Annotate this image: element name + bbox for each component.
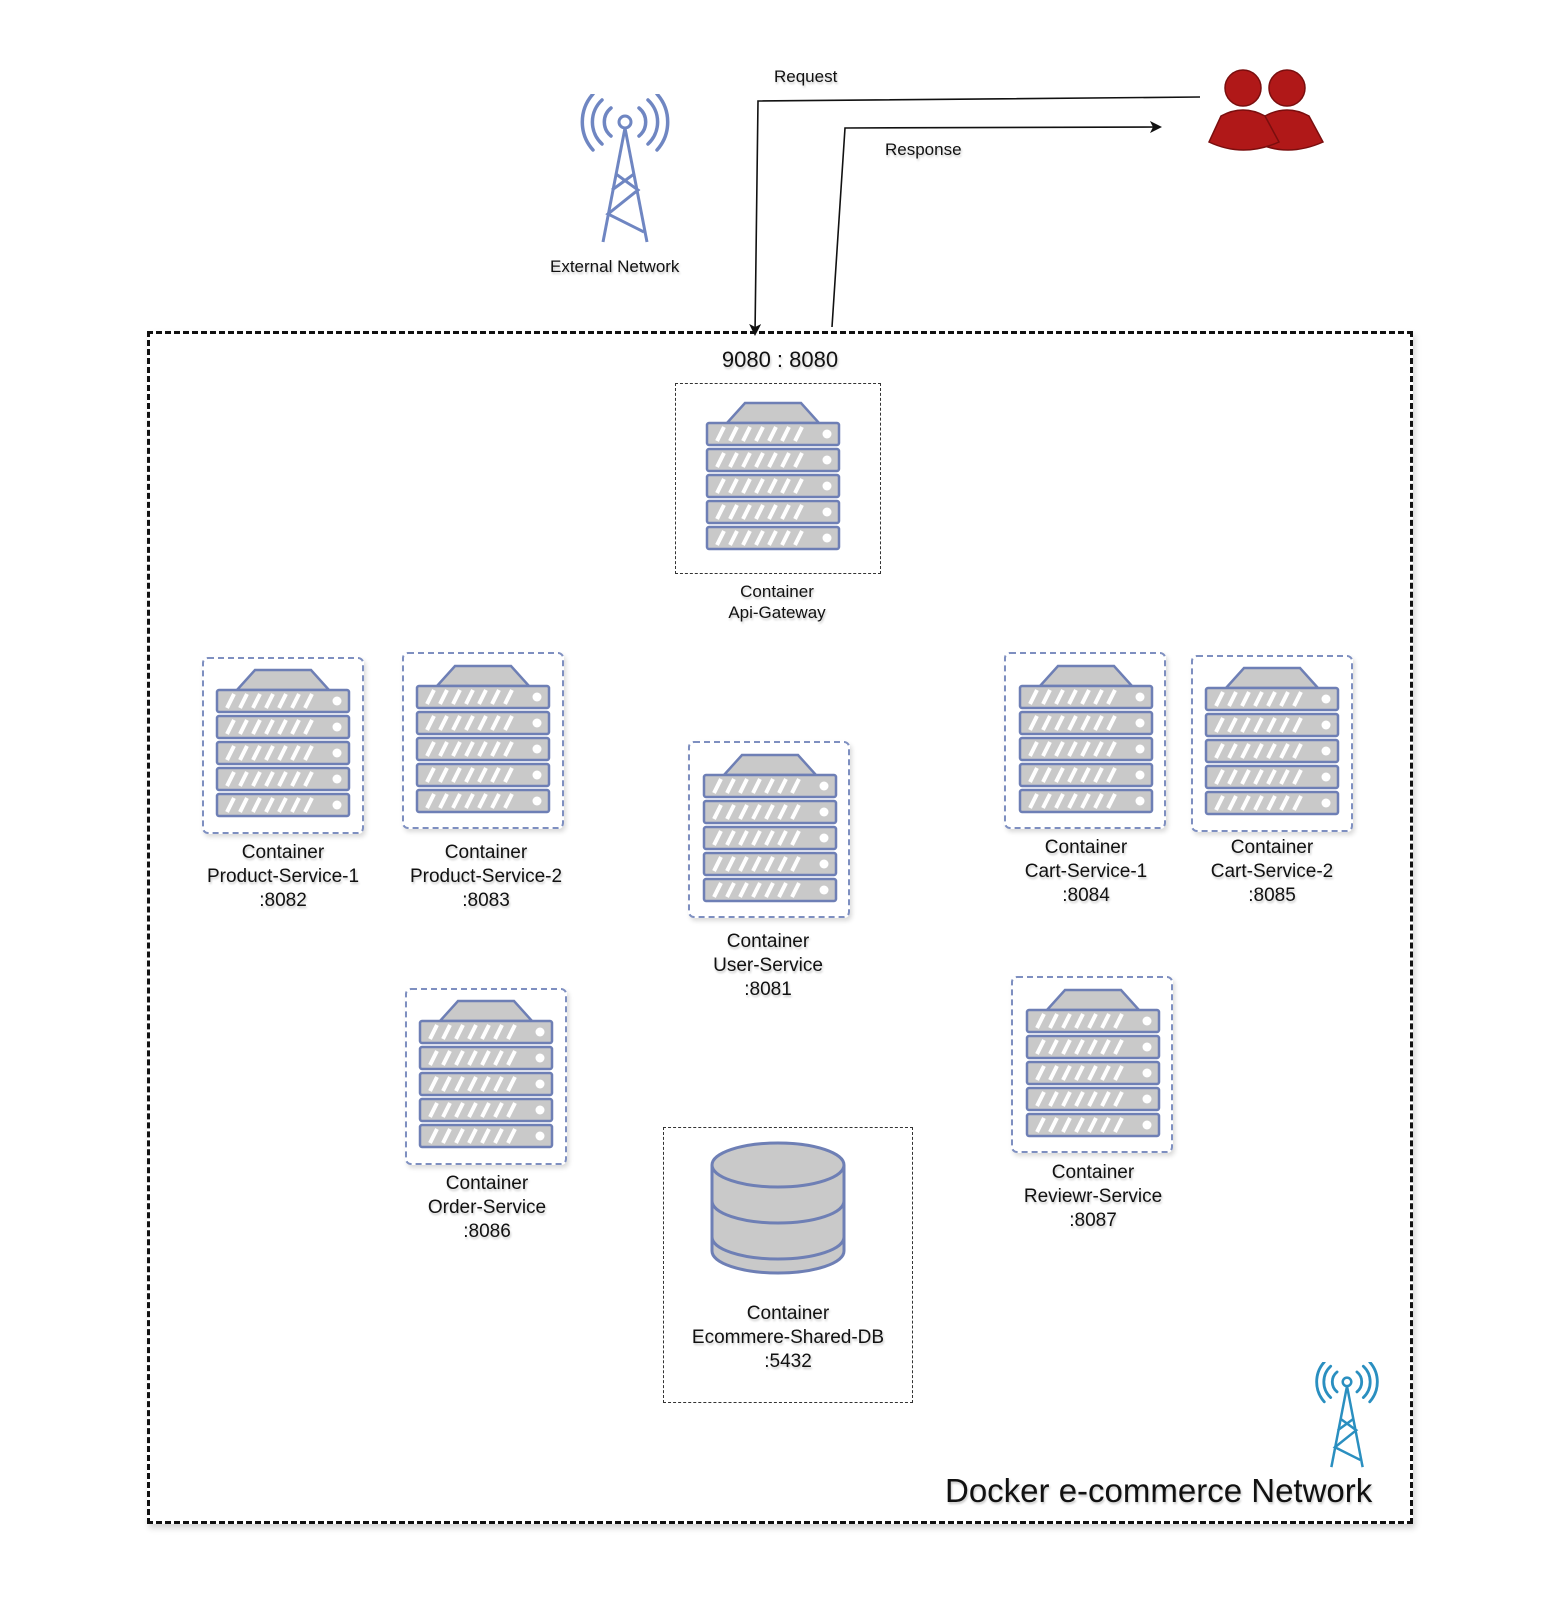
server-rack-icon <box>215 668 351 818</box>
product-service-2-name: Product-Service-2 <box>409 866 563 887</box>
product-service-2-box[interactable] <box>402 652 564 829</box>
review-service-label: Container Reviewr-Service :8087 <box>983 1161 1203 1233</box>
api-gateway-name: Api-Gateway <box>728 603 826 622</box>
api-gateway-label: Container Api-Gateway <box>663 581 891 623</box>
user-service-name: User-Service <box>713 955 823 976</box>
shared-db-label: Container Ecommere-Shared-DB :5432 <box>678 1302 898 1374</box>
server-rack-icon <box>1204 666 1340 816</box>
api-gateway-container-box[interactable] <box>675 383 881 574</box>
cart-service-2-name: Cart-Service-2 <box>1210 861 1334 882</box>
shared-db-container-box[interactable] <box>663 1127 913 1403</box>
review-service-title: Container <box>1051 1162 1135 1183</box>
cart-service-1-port: :8084 <box>1062 885 1110 906</box>
request-arrow <box>749 96 1201 336</box>
order-service-label: Container Order-Service :8086 <box>377 1172 597 1244</box>
cart-service-2-box[interactable] <box>1191 655 1353 832</box>
server-rack-icon <box>705 401 841 551</box>
server-rack-icon <box>415 664 551 814</box>
network-title: Docker e-commerce Network <box>945 1472 1373 1509</box>
order-service-port: :8086 <box>463 1221 511 1242</box>
database-icon <box>710 1141 846 1275</box>
cart-service-1-title: Container <box>1044 837 1128 858</box>
product-service-1-title: Container <box>241 842 325 863</box>
cart-service-2-label: Container Cart-Service-2 :8085 <box>1162 836 1382 908</box>
antenna-tower-icon <box>1315 1362 1379 1468</box>
server-rack-icon <box>1025 988 1161 1138</box>
user-service-label: Container User-Service :8081 <box>658 930 878 1002</box>
cart-service-1-label: Container Cart-Service-1 :8084 <box>976 836 1196 908</box>
user-service-port: :8081 <box>744 979 792 1000</box>
product-service-1-label: Container Product-Service-1 :8082 <box>173 841 393 913</box>
product-service-1-box[interactable] <box>202 657 364 834</box>
response-label: Response <box>885 140 962 159</box>
users-icon[interactable] <box>1205 66 1331 156</box>
response-arrow <box>831 121 1162 328</box>
external-network-label: External Network <box>550 257 680 276</box>
product-service-2-label: Container Product-Service-2 :8083 <box>376 841 596 913</box>
product-service-1-name: Product-Service-1 <box>206 866 360 887</box>
shared-db-name: Ecommere-Shared-DB <box>691 1327 885 1348</box>
request-label: Request <box>774 67 838 86</box>
order-service-title: Container <box>445 1173 529 1194</box>
user-service-box[interactable] <box>688 741 850 918</box>
cart-service-1-name: Cart-Service-1 <box>1024 861 1148 882</box>
shared-db-title: Container <box>746 1303 830 1324</box>
review-service-box[interactable] <box>1011 976 1173 1153</box>
server-rack-icon <box>1018 664 1154 814</box>
cart-service-2-title: Container <box>1230 837 1314 858</box>
order-service-box[interactable] <box>405 988 567 1165</box>
user-service-title: Container <box>726 931 810 952</box>
cart-service-2-port: :8085 <box>1248 885 1296 906</box>
product-service-1-port: :8082 <box>259 890 307 911</box>
server-rack-icon <box>418 999 554 1149</box>
review-service-name: Reviewr-Service <box>1023 1186 1163 1207</box>
api-gateway-title: Container <box>740 582 814 601</box>
product-service-2-title: Container <box>444 842 528 863</box>
cart-service-1-box[interactable] <box>1004 652 1166 829</box>
product-service-2-port: :8083 <box>462 890 510 911</box>
server-rack-icon <box>702 753 838 903</box>
order-service-name: Order-Service <box>427 1197 547 1218</box>
docker-network-boundary <box>147 331 1413 1524</box>
review-service-port: :8087 <box>1069 1210 1117 1231</box>
port-mapping-label: 9080 : 8080 <box>721 347 839 372</box>
antenna-tower-icon <box>580 94 670 243</box>
shared-db-port: :5432 <box>764 1351 812 1372</box>
